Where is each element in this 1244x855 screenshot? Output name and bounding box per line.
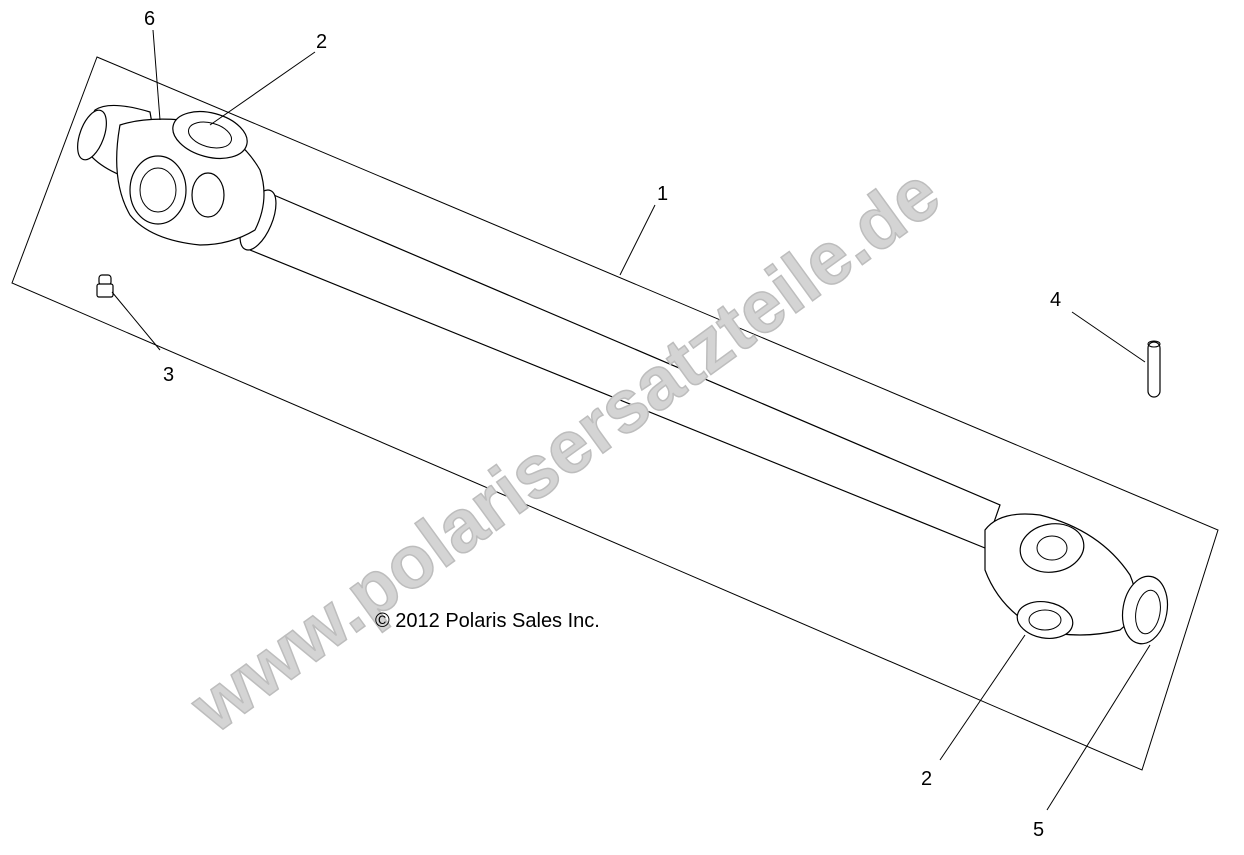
callout-1: 1: [657, 183, 668, 205]
right-u-joint: [984, 513, 1169, 645]
leader-lines: [111, 29, 1151, 811]
grease-fitting: [96, 274, 114, 298]
callout-6: 6: [144, 8, 155, 30]
left-u-joint: [77, 104, 265, 246]
roll-pin: [1147, 340, 1161, 398]
callout-2-top: 2: [316, 31, 327, 53]
assembly-frame: [11, 56, 1219, 771]
callout-4: 4: [1050, 289, 1061, 311]
copyright-text: © 2012 Polaris Sales Inc.: [375, 610, 600, 632]
callout-2-bottom: 2: [921, 768, 932, 790]
callout-5: 5: [1033, 819, 1044, 841]
callout-3: 3: [163, 364, 174, 386]
